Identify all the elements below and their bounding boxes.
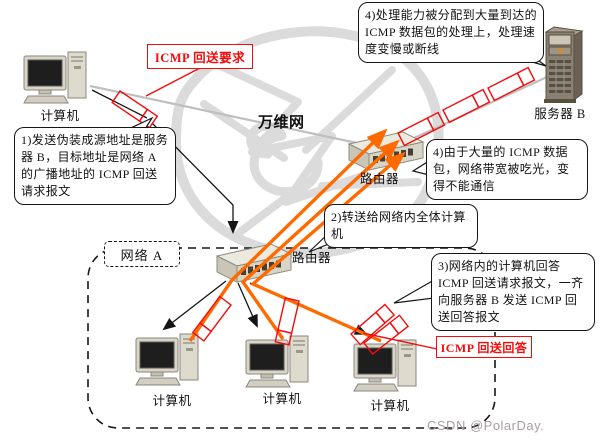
flood-flow-1 bbox=[188, 128, 388, 342]
pc3-label: 计算机 bbox=[370, 399, 410, 413]
callout-step4-server: 4)处理能力被分配到大量到达的 ICMP 数据包的处理上，处理速度变慢或断线 bbox=[358, 2, 544, 63]
network-a-label: 网络 A bbox=[104, 241, 180, 267]
attacker-pc-icon bbox=[23, 51, 87, 104]
server-b-label: 服务器 B bbox=[534, 107, 586, 121]
callout-step3: 3)网络内的计算机回答 ICMP 回送请求报文，一齐向服务器 B 发送 ICMP… bbox=[431, 253, 595, 331]
server-b-icon bbox=[543, 26, 583, 104]
attacker-label: 计算机 bbox=[40, 109, 80, 123]
icmp-request-label: ICMP 回送要求 bbox=[147, 44, 253, 69]
internet-label: 万维网 bbox=[258, 115, 305, 131]
callout-step2: 2)转送给网络内全体计算机 bbox=[324, 204, 478, 248]
flood-flow-3 bbox=[249, 151, 406, 343]
attack-flood-flows bbox=[188, 128, 406, 343]
lan-pc1-icon bbox=[135, 333, 199, 386]
router-to-pc1-arrow bbox=[162, 280, 227, 331]
callout-step4-network: 4)由于大量的 ICMP 数据包，网络带宽被吃光，变得不能通信 bbox=[426, 139, 588, 200]
request-label-pointer-line bbox=[145, 67, 201, 97]
lan-pc2-icon bbox=[245, 335, 309, 388]
icmp-flood-packet-icon-2 bbox=[442, 88, 491, 124]
csdn-watermark: CSDN @PolarDay. bbox=[427, 418, 545, 433]
lan-pc3-icon bbox=[353, 339, 417, 392]
request-to-lan-router-arrow bbox=[151, 122, 239, 234]
pc1-label: 计算机 bbox=[152, 394, 192, 408]
callout3-tail bbox=[393, 278, 435, 304]
link-attacker-router-line bbox=[89, 84, 372, 148]
icmp-reply-label: ICMP 回送回答 bbox=[436, 336, 532, 358]
router-to-pc2-arrow bbox=[237, 282, 258, 328]
flood-flow-2 bbox=[240, 139, 400, 340]
icmp-flood-packet-icon-3 bbox=[487, 66, 536, 102]
reply-label-pointer-line bbox=[362, 332, 438, 350]
pc2-label: 计算机 bbox=[262, 392, 302, 406]
lan-router-label: 路由器 bbox=[292, 251, 332, 265]
wan-router-label: 路由器 bbox=[360, 172, 400, 186]
callout-step1: 1)发送伪装成源地址是服务器 B，目标地址是网络 A 的广播地址的 ICMP 回… bbox=[14, 127, 176, 205]
attacker-to-packet-line bbox=[91, 89, 148, 119]
